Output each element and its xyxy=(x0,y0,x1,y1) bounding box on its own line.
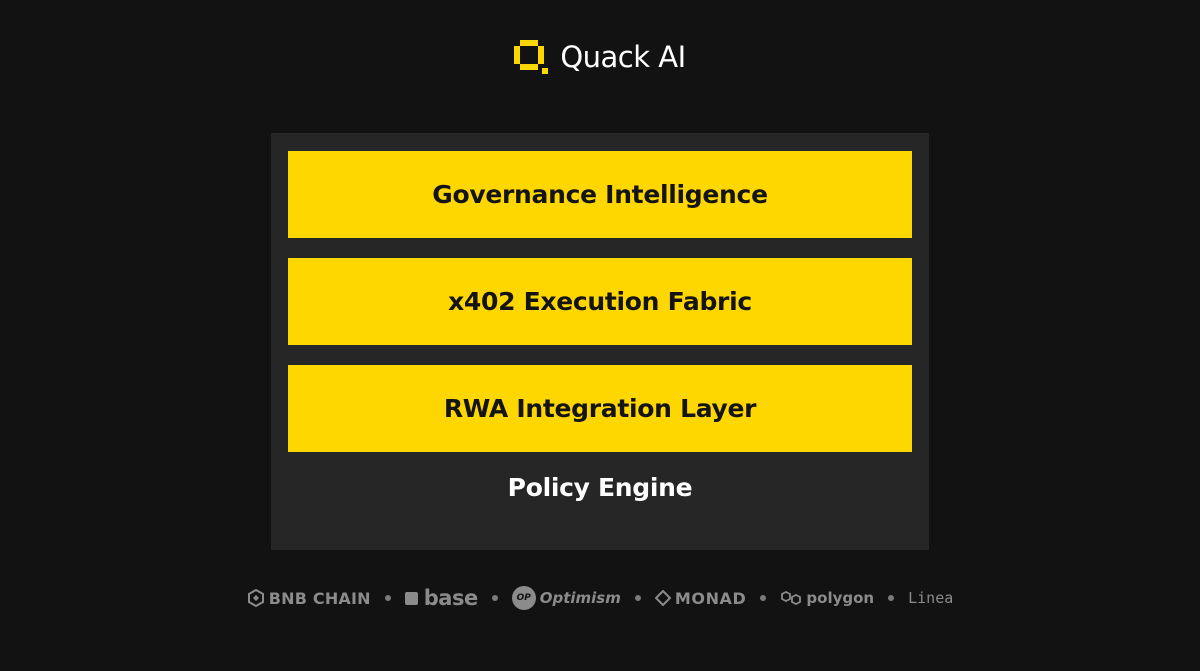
partner-monad: MONAD xyxy=(654,588,747,608)
polygon-icon xyxy=(781,590,802,606)
op-badge-icon: OP xyxy=(511,586,536,610)
partner-base: base xyxy=(404,586,478,610)
quack-pixel-logo-icon xyxy=(514,40,549,74)
layer-rwa-integration: RWA Integration Layer xyxy=(288,365,912,452)
partner-optimism: OP Optimism xyxy=(511,586,621,610)
partner-polygon: polygon xyxy=(780,589,874,607)
base-square-icon xyxy=(404,591,418,605)
layer-execution-fabric: x402 Execution Fabric xyxy=(288,258,912,345)
partner-label: MONAD xyxy=(674,588,747,608)
brand-name: Quack AI xyxy=(560,39,686,74)
base-layer-policy-engine: Policy Engine xyxy=(507,472,693,502)
separator-dot xyxy=(491,595,498,601)
brand-header: Quack AI xyxy=(0,36,1200,78)
bnb-chain-icon xyxy=(247,589,264,607)
partner-linea: Linea xyxy=(908,589,953,607)
partner-label: base xyxy=(423,586,478,610)
separator-dot xyxy=(760,595,767,601)
partner-label: Linea xyxy=(908,589,954,607)
separator-dot xyxy=(384,595,391,601)
monad-diamond-icon xyxy=(654,590,671,606)
partner-label: Optimism xyxy=(539,589,621,607)
partner-label: polygon xyxy=(806,589,875,607)
partner-bnb-chain: BNB CHAIN xyxy=(247,589,371,608)
layer-governance-intelligence: Governance Intelligence xyxy=(288,151,912,238)
partner-strip: BNB CHAIN base OP Optimism MONAD polygon xyxy=(0,584,1200,612)
stack-panel: Governance Intelligence x402 Execution F… xyxy=(271,133,929,550)
separator-dot xyxy=(888,595,895,601)
separator-dot xyxy=(634,595,641,601)
partner-label: BNB CHAIN xyxy=(268,588,371,608)
